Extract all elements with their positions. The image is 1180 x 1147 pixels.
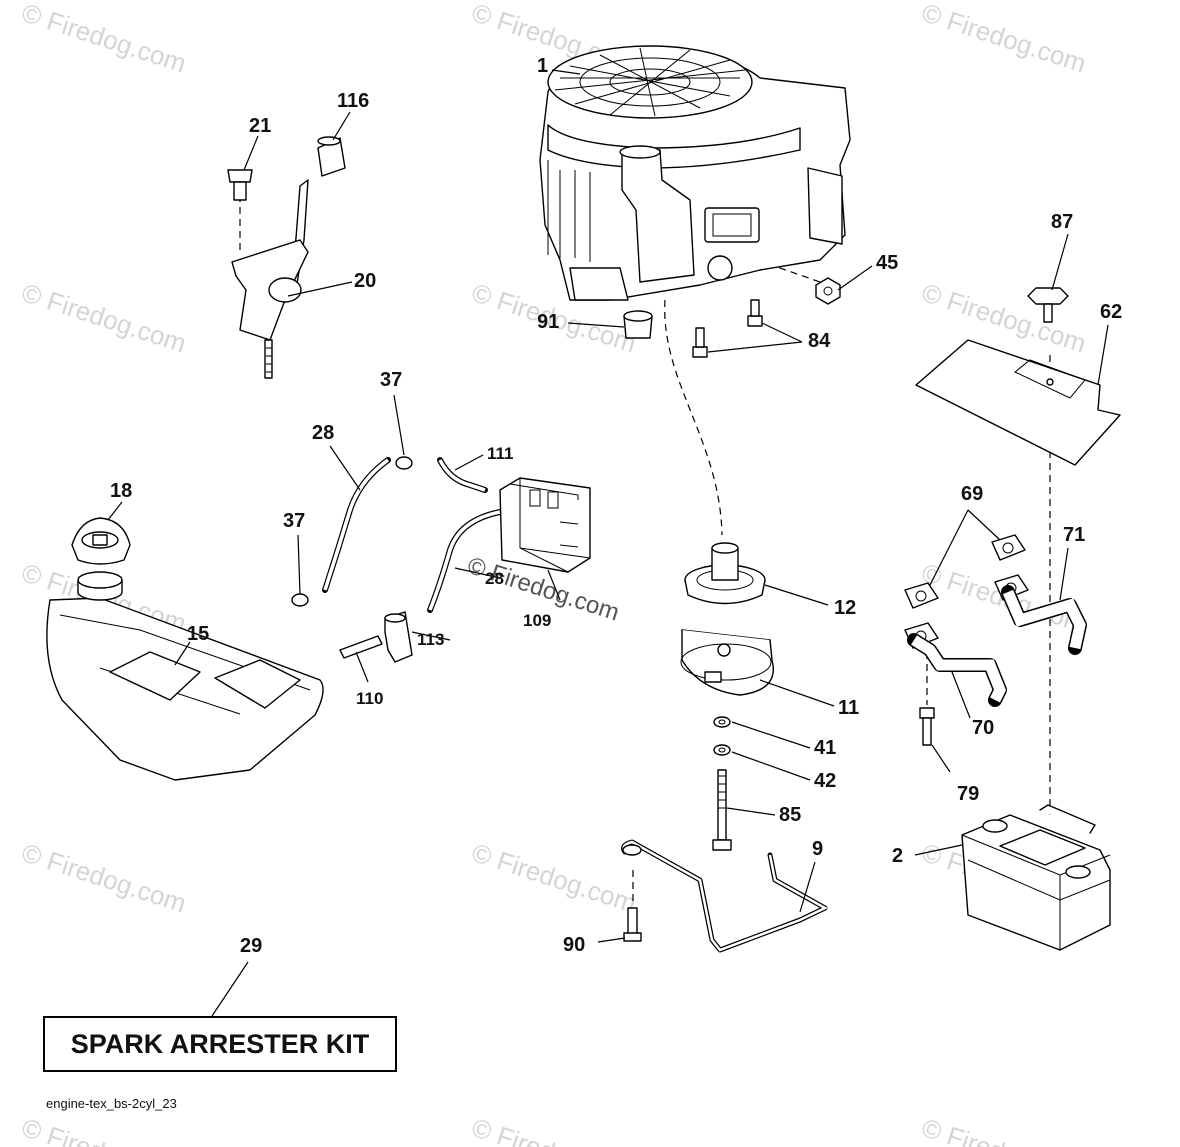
callout-20: 20 [354,270,376,292]
callout-28-lower: 28 [485,569,504,588]
callout-113: 113 [417,630,444,649]
callout-79: 79 [957,783,979,805]
watermark: © Firedog.com [18,277,190,358]
callout-62: 62 [1100,301,1122,323]
callout-41: 41 [814,737,836,759]
callout-84: 84 [808,330,831,352]
callout-1: 1 [537,55,548,77]
fuel-filter-part [499,477,591,573]
callout-11: 11 [838,697,859,719]
throttle-control-part [227,136,346,379]
callout-111: 111 [487,444,514,463]
callout-116: 116 [337,90,369,112]
callout-numbers: 1 116 21 20 45 87 91 84 62 37 28 111 18 … [110,55,1122,957]
watermark: © Firedog.com [468,837,640,918]
heat-shield-part [915,339,1121,466]
callout-45: 45 [876,252,898,274]
crankshaft-bolt-part [712,769,732,851]
callout-110: 110 [356,689,383,708]
bushing-part [623,310,653,339]
knob-part [1027,287,1069,323]
callout-90: 90 [563,934,585,956]
muffler-part [961,804,1111,951]
exhaust-pipe-70-part [907,633,1007,707]
watermark: © Firedog.com [18,837,190,918]
fuel-tank-part [46,517,324,781]
callout-42: 42 [814,770,836,792]
gaskets-part [904,534,1029,649]
callout-109: 109 [523,611,551,630]
clutch-part [680,629,774,696]
fuel-fittings-part [339,611,413,663]
callout-21: 21 [249,115,271,137]
callout-37-bottom: 37 [283,510,305,532]
callout-70: 70 [972,717,994,739]
callout-15: 15 [187,623,209,645]
callout-18: 18 [110,480,132,502]
diagram-code: engine-tex_bs-2cyl_23 [46,1096,177,1111]
nut-part [815,277,841,305]
callout-2: 2 [892,845,903,867]
fuel-lines-part [291,456,503,613]
watermark: © Firedog.com [918,277,1090,358]
callout-29: 29 [240,935,262,957]
callout-9: 9 [812,838,823,860]
bolt-90-part [623,907,642,942]
rod-part [621,839,828,953]
callout-28: 28 [312,422,334,444]
callout-71: 71 [1063,524,1085,546]
callout-91: 91 [537,311,559,333]
watermark: © Firedog.com [918,0,1090,79]
engine-part [539,45,851,301]
callout-12: 12 [834,597,856,619]
exhaust-pipe-71-part [1001,585,1087,655]
bolts-part [692,299,763,358]
washers-part [713,716,731,756]
callout-87: 87 [1051,211,1073,233]
pulley-part [684,542,766,605]
watermark: © Firedog.com [18,0,190,79]
leader-lines [107,69,1109,1017]
callout-37-top: 37 [380,369,402,391]
bolt-79-part [919,707,935,746]
callout-85: 85 [779,804,801,826]
watermark: © Firedog.com [918,1112,1090,1147]
callout-69: 69 [961,483,983,505]
spark-arrester-kit-label: SPARK ARRESTER KIT [43,1016,397,1072]
watermark: © Firedog.com [468,1112,640,1147]
watermark: © Firedog.com [18,1112,190,1147]
